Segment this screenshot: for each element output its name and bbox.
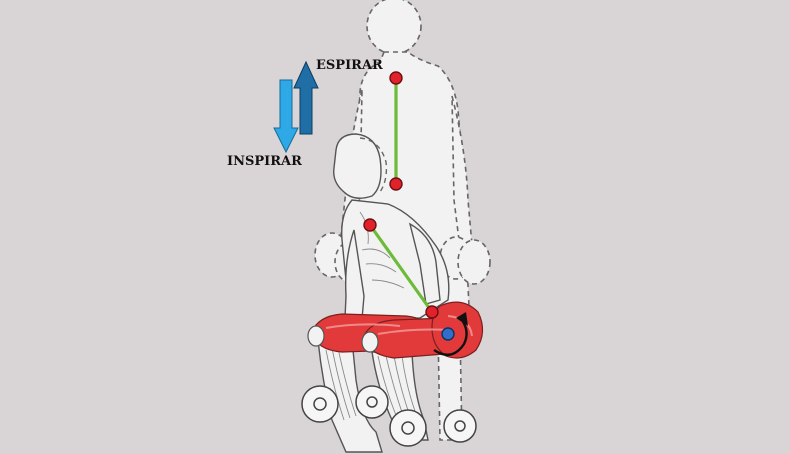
glute [431,301,484,359]
standing-neck-marker [389,71,403,85]
knees [307,325,379,353]
front-dumbbell [301,385,389,423]
arrow-down-icon [273,79,299,154]
standing-right-arm [451,95,473,249]
pivot-marker [441,327,455,341]
standing-hip-marker [389,177,403,191]
squat-spine-line [368,224,434,313]
squat-neck-marker [363,218,377,232]
squat-back-arm [408,222,441,305]
arrow-up-icon [293,60,319,135]
joint-markers [363,71,439,319]
inhale-label: INSPIRAR [227,154,302,169]
back-dumbbell [389,409,477,447]
standing-head [366,0,422,55]
squat-head-ghost [359,137,388,193]
exhale-label: ESPIRAR [316,58,383,73]
squat-head [333,133,382,199]
squat-hip-marker [425,305,439,319]
curved-arrow-icon [433,312,468,356]
floor-dumbbells [301,385,477,447]
